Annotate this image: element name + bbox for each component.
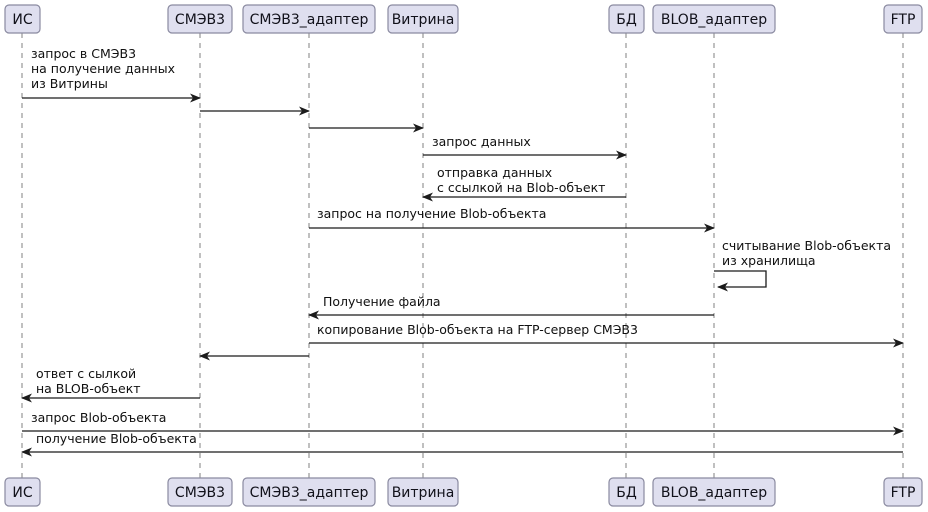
participant-label: СМЭВ3_адаптер <box>250 485 369 501</box>
message-label: из Витрины <box>31 76 108 91</box>
participant-box <box>242 477 376 507</box>
participant-label: ИС <box>12 12 32 28</box>
participant-box <box>242 4 376 34</box>
participant-box <box>883 4 923 34</box>
messages-layer: запрос в СМЭВ3 на получение данных из Ви… <box>21 46 904 457</box>
self-message-path <box>714 270 767 292</box>
participant-vitrina-bottom[interactable]: Витрина <box>387 477 459 507</box>
message-m11[interactable]: ответ с сылкой на BLOB-объект <box>21 366 200 403</box>
participant-label: BLOB_адаптер <box>661 485 767 501</box>
participant-blob-top[interactable]: BLOB_адаптер <box>652 4 776 34</box>
participant-label: FTP <box>891 485 916 501</box>
participant-label: СМЭВ3_адаптер <box>250 12 369 28</box>
message-label: запрос на получение Blob-объекта <box>317 206 546 221</box>
participant-label: БД <box>616 12 637 28</box>
participant-box <box>4 4 41 34</box>
participant-adapter-top[interactable]: СМЭВ3_адаптер <box>242 4 376 34</box>
participant-ftp-bottom[interactable]: FTP <box>883 477 923 507</box>
message-label: Получение файла <box>323 294 441 309</box>
message-m13[interactable]: получение Blob-объекта <box>21 431 903 457</box>
participant-blob-bottom[interactable]: BLOB_адаптер <box>652 477 776 507</box>
participants-layer: ИСИССМЭВ3СМЭВ3СМЭВ3_адаптерСМЭВ3_адаптер… <box>4 4 923 507</box>
message-label: получение Blob-объекта <box>36 431 197 446</box>
message-m1[interactable]: запрос в СМЭВ3 на получение данных из Ви… <box>22 46 201 103</box>
participant-label: ИС <box>12 485 32 501</box>
message-m7[interactable]: считывание Blob-объекта из хранилища <box>714 238 891 292</box>
participant-label: FTP <box>891 12 916 28</box>
participant-label: БД <box>616 485 637 501</box>
participant-box <box>608 477 645 507</box>
participant-ftp-top[interactable]: FTP <box>883 4 923 34</box>
participant-is-top[interactable]: ИС <box>4 4 41 34</box>
message-label: с ссылкой на Blob-объект <box>437 180 605 195</box>
message-label: запрос данных <box>432 134 531 149</box>
participant-smev3-top[interactable]: СМЭВ3 <box>167 4 233 34</box>
participant-box <box>883 477 923 507</box>
message-m8[interactable]: Получение файла <box>308 294 714 320</box>
message-label: ответ с сылкой <box>36 366 136 381</box>
participant-label: СМЭВ3 <box>175 485 225 501</box>
participant-vitrina-top[interactable]: Витрина <box>387 4 459 34</box>
message-label: считывание Blob-объекта <box>722 238 891 253</box>
message-label: на получение данных <box>31 61 175 76</box>
message-label: отправка данных <box>437 165 552 180</box>
participant-box <box>652 4 776 34</box>
participant-label: Витрина <box>392 12 455 28</box>
participant-adapter-bottom[interactable]: СМЭВ3_адаптер <box>242 477 376 507</box>
message-label: из хранилища <box>722 253 816 268</box>
participant-box <box>387 4 459 34</box>
participant-label: Витрина <box>392 485 455 501</box>
message-label: запрос Blob-объекта <box>31 410 166 425</box>
message-label: на BLOB-объект <box>36 381 141 396</box>
participant-label: СМЭВ3 <box>175 12 225 28</box>
participant-bd-bottom[interactable]: БД <box>608 477 645 507</box>
participant-box <box>167 477 233 507</box>
participant-box <box>608 4 645 34</box>
participant-smev3-bottom[interactable]: СМЭВ3 <box>167 477 233 507</box>
participant-box <box>652 477 776 507</box>
message-m6[interactable]: запрос на получение Blob-объекта <box>309 206 715 233</box>
message-m9[interactable]: копирование Blob-объекта на FTP-сервер С… <box>309 322 904 348</box>
message-m4[interactable]: запрос данных <box>423 134 627 160</box>
participant-box <box>167 4 233 34</box>
message-label: копирование Blob-объекта на FTP-сервер С… <box>317 322 638 337</box>
participant-bd-top[interactable]: БД <box>608 4 645 34</box>
participant-label: BLOB_адаптер <box>661 12 767 28</box>
message-m12[interactable]: запрос Blob-объекта <box>22 410 904 436</box>
message-m5[interactable]: отправка данных с ссылкой на Blob-объект <box>422 165 626 202</box>
participant-box <box>387 477 459 507</box>
participant-is-bottom[interactable]: ИС <box>4 477 41 507</box>
message-label: запрос в СМЭВ3 <box>31 46 136 61</box>
participant-box <box>4 477 41 507</box>
